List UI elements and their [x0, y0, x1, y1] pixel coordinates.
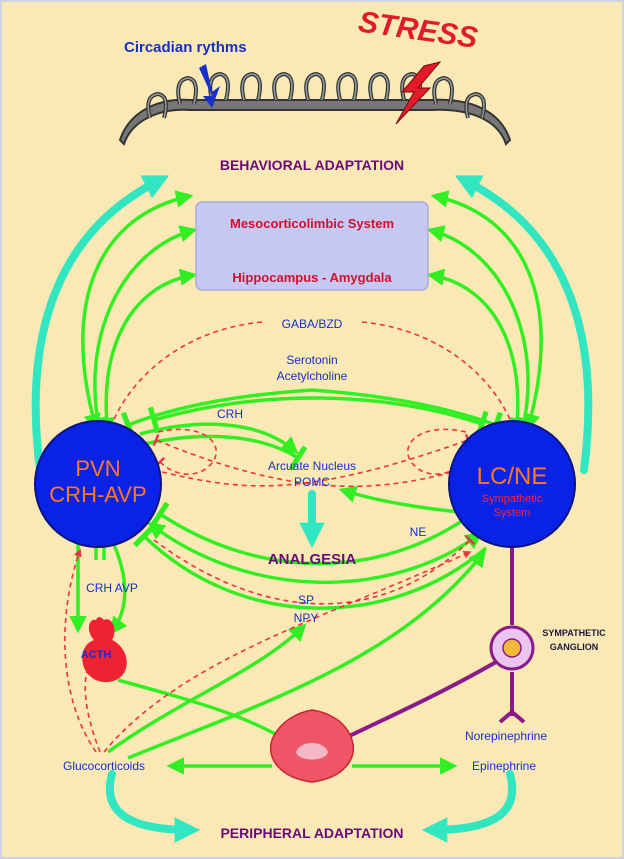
circadian-arrow: [199, 64, 220, 108]
behavioral-adaptation-label: BEHAVIORAL ADAPTATION: [220, 157, 404, 173]
gaba-bzd-label: GABA/BZD: [282, 317, 343, 331]
sympathetic-label: Sympathetic: [482, 493, 543, 505]
excitatory-arrows: [69, 190, 543, 775]
system-label: System: [494, 507, 531, 519]
acth-label: ACTH: [81, 649, 112, 661]
adrenal-gland: [269, 709, 355, 783]
hippocampus-amygdala-label: Hippocampus - Amygdala: [232, 270, 392, 285]
sympathetic-ganglion-label: SYMPATHETIC: [542, 628, 606, 638]
arcuate-nucleus-label: Arcuate Nucleus: [268, 459, 356, 473]
pituitary-gland: [82, 617, 127, 683]
npy-label: NPY: [294, 611, 319, 625]
glucocorticoids-label: Glucocorticoids: [63, 759, 145, 773]
crh-avp-node-label: CRH-AVP: [49, 482, 146, 507]
acetylcholine-label: Acetylcholine: [277, 369, 348, 383]
norepinephrine-label: Norepinephrine: [465, 729, 547, 743]
analgesia-label: ANALGESIA: [268, 551, 357, 568]
pvn-label: PVN: [75, 456, 120, 481]
lc-ne-node: [448, 420, 576, 548]
mesocorticolimbic-box: [195, 201, 429, 291]
sympathetic-ganglion-icon: [489, 625, 535, 671]
mesocorticolimbic-label: Mesocorticolimbic System: [230, 216, 394, 231]
epinephrine-label: Epinephrine: [472, 759, 536, 773]
serotonin-label: Serotonin: [286, 353, 337, 367]
lc-ne-label: LC/NE: [477, 463, 548, 490]
cortex-graphic: [118, 71, 512, 146]
inhibitory-arrows: [64, 321, 519, 753]
pomc-label: POMC: [294, 475, 330, 489]
ne-label: NE: [410, 525, 427, 539]
stress-bolt-icon: [395, 61, 442, 125]
sp-label: SP: [298, 593, 314, 607]
ganglion-label: GANGLION: [550, 642, 599, 652]
peripheral-adaptation-label: PERIPHERAL ADAPTATION: [220, 825, 403, 841]
crh-label: CRH: [217, 407, 243, 421]
pvn-node: [34, 420, 162, 548]
crh-avp-label: CRH AVP: [86, 581, 138, 595]
circadian-label: Circadian rythms: [124, 39, 247, 56]
